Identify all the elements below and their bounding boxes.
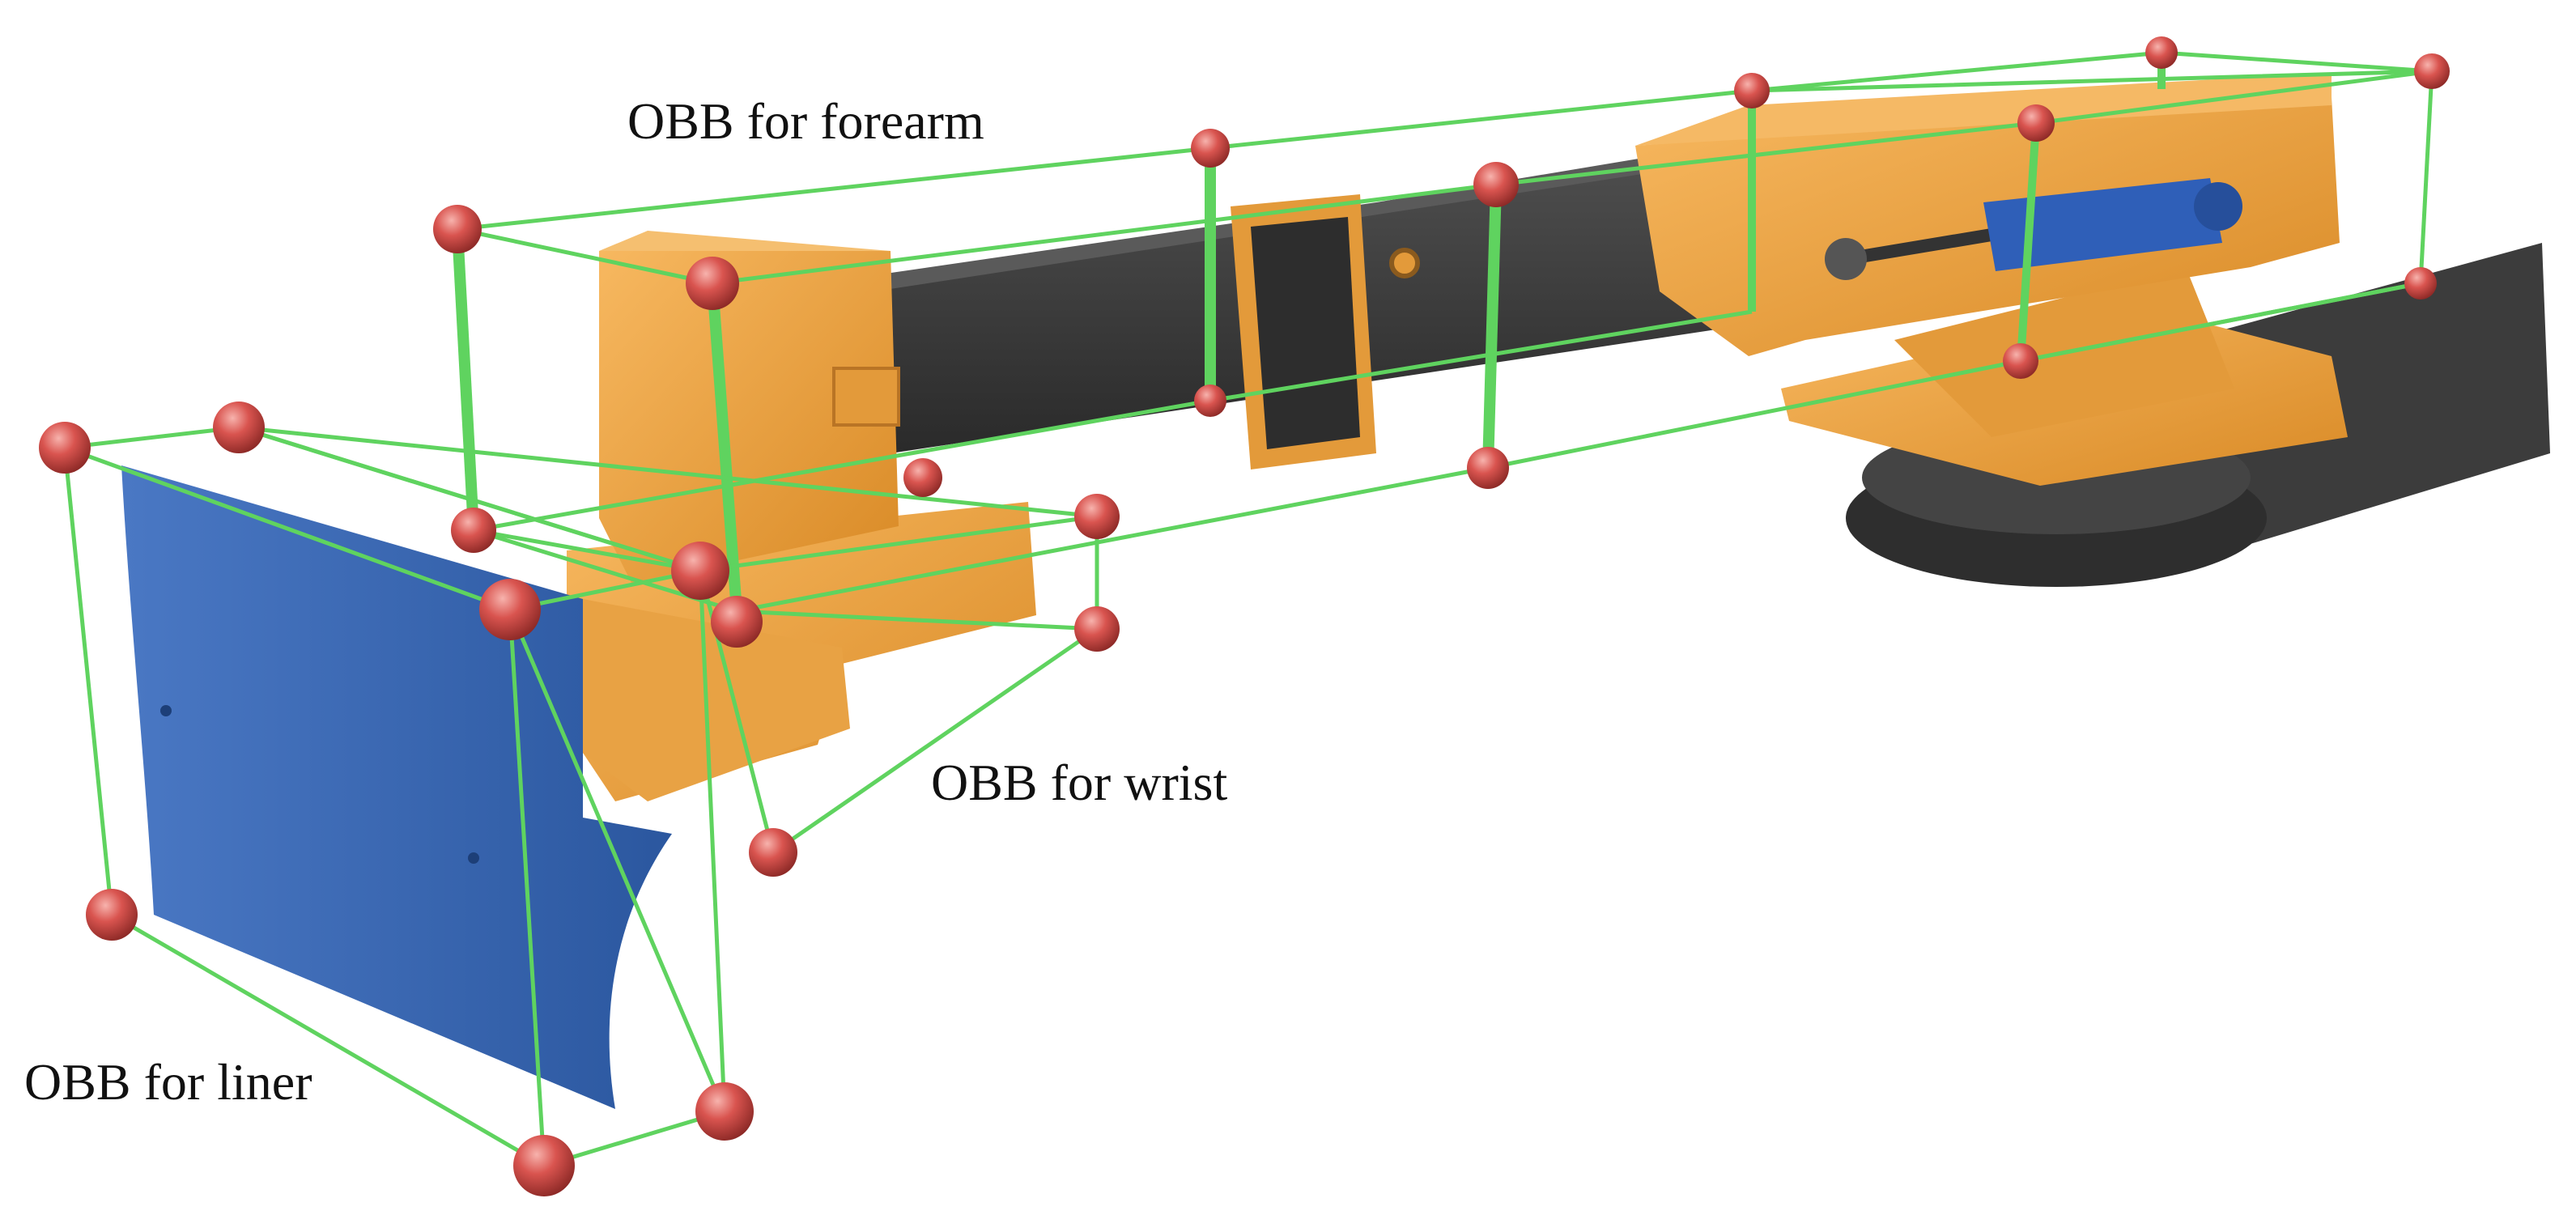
sphere-marker-icon xyxy=(1473,162,1519,207)
sphere-marker-icon xyxy=(39,422,91,474)
sphere-marker-icon xyxy=(2003,343,2038,379)
obb-edge-thick xyxy=(707,283,742,612)
boom-side-face xyxy=(874,142,1862,453)
obb-edge xyxy=(1751,50,2162,93)
sphere-marker-icon xyxy=(1074,606,1120,652)
obb-edge xyxy=(62,445,728,1168)
obb-edge xyxy=(699,514,1098,573)
rear-boom xyxy=(2186,243,2550,559)
sphere-marker-icon xyxy=(86,889,138,941)
sphere-marker-icon xyxy=(671,542,729,600)
obb-edge xyxy=(238,425,701,573)
cylinder-rod xyxy=(1839,228,1998,266)
obb-edge xyxy=(473,528,701,573)
obb-edge-thick xyxy=(2017,122,2040,362)
sphere-marker-icon xyxy=(1194,385,1226,417)
housing-top xyxy=(1635,73,2332,146)
sphere-marker-icon xyxy=(711,596,763,648)
sphere-marker-icon xyxy=(479,579,541,640)
obb-edge xyxy=(2020,281,2421,363)
obb-edge xyxy=(457,227,713,286)
wrist-housing-front xyxy=(599,251,899,583)
obb-edge xyxy=(2161,50,2433,74)
sphere-marker-icon xyxy=(2404,267,2437,300)
upper-housing xyxy=(1231,73,2340,470)
obb-edge xyxy=(736,609,1098,631)
obb-edge xyxy=(238,425,1099,855)
obb-edge-thick xyxy=(1482,184,1502,469)
housing-body xyxy=(1635,97,2340,356)
sphere-marker-icon xyxy=(695,1082,754,1141)
sphere-marker-icon xyxy=(1191,129,1230,168)
obb-vertex-markers xyxy=(39,36,2450,1196)
wrist-housing-top xyxy=(599,231,891,251)
sphere-marker-icon xyxy=(749,828,797,877)
sphere-marker-icon xyxy=(2414,53,2450,89)
sphere-marker-icon xyxy=(513,1135,575,1196)
liner-bolt-hole xyxy=(160,705,172,716)
sphere-marker-icon xyxy=(1467,447,1509,489)
sphere-marker-icon xyxy=(433,205,482,253)
obb-edge xyxy=(2035,69,2433,125)
collar-opening xyxy=(1251,217,1360,449)
wrist-obb-label: OBB for wrist xyxy=(931,754,1228,811)
obb-edge-thick xyxy=(452,228,479,531)
cylinder-barrel xyxy=(1983,178,2222,271)
obb-edge xyxy=(2418,70,2434,284)
obb-edge xyxy=(509,568,701,612)
obb-edge xyxy=(508,609,546,1166)
pin-hole xyxy=(1389,248,1420,278)
sphere-marker-icon xyxy=(686,257,739,310)
cylinder-end-cap xyxy=(2194,182,2242,231)
sphere-marker-icon xyxy=(903,458,942,497)
sphere-marker-icon xyxy=(213,402,265,453)
obb-edge xyxy=(64,425,240,450)
sphere-marker-icon xyxy=(2017,104,2055,142)
liner-obb xyxy=(62,425,728,1168)
sphere-marker-icon xyxy=(1074,494,1120,539)
sphere-marker-icon xyxy=(1734,73,1770,108)
wrist-knuckle xyxy=(583,599,850,801)
obb-edge xyxy=(457,69,2433,232)
forearm-obb-label: OBB for forearm xyxy=(627,92,984,150)
sphere-marker-icon xyxy=(451,508,496,553)
liner-bolt-hole xyxy=(468,852,479,864)
liner-obb-label: OBB for liner xyxy=(24,1053,312,1111)
sphere-marker-icon xyxy=(2145,36,2178,69)
wrist-side-bracket xyxy=(832,367,900,427)
hydraulic-cylinder xyxy=(1825,178,2242,280)
obb-edge xyxy=(698,570,727,1112)
cylinder-clevis xyxy=(1825,238,1867,280)
